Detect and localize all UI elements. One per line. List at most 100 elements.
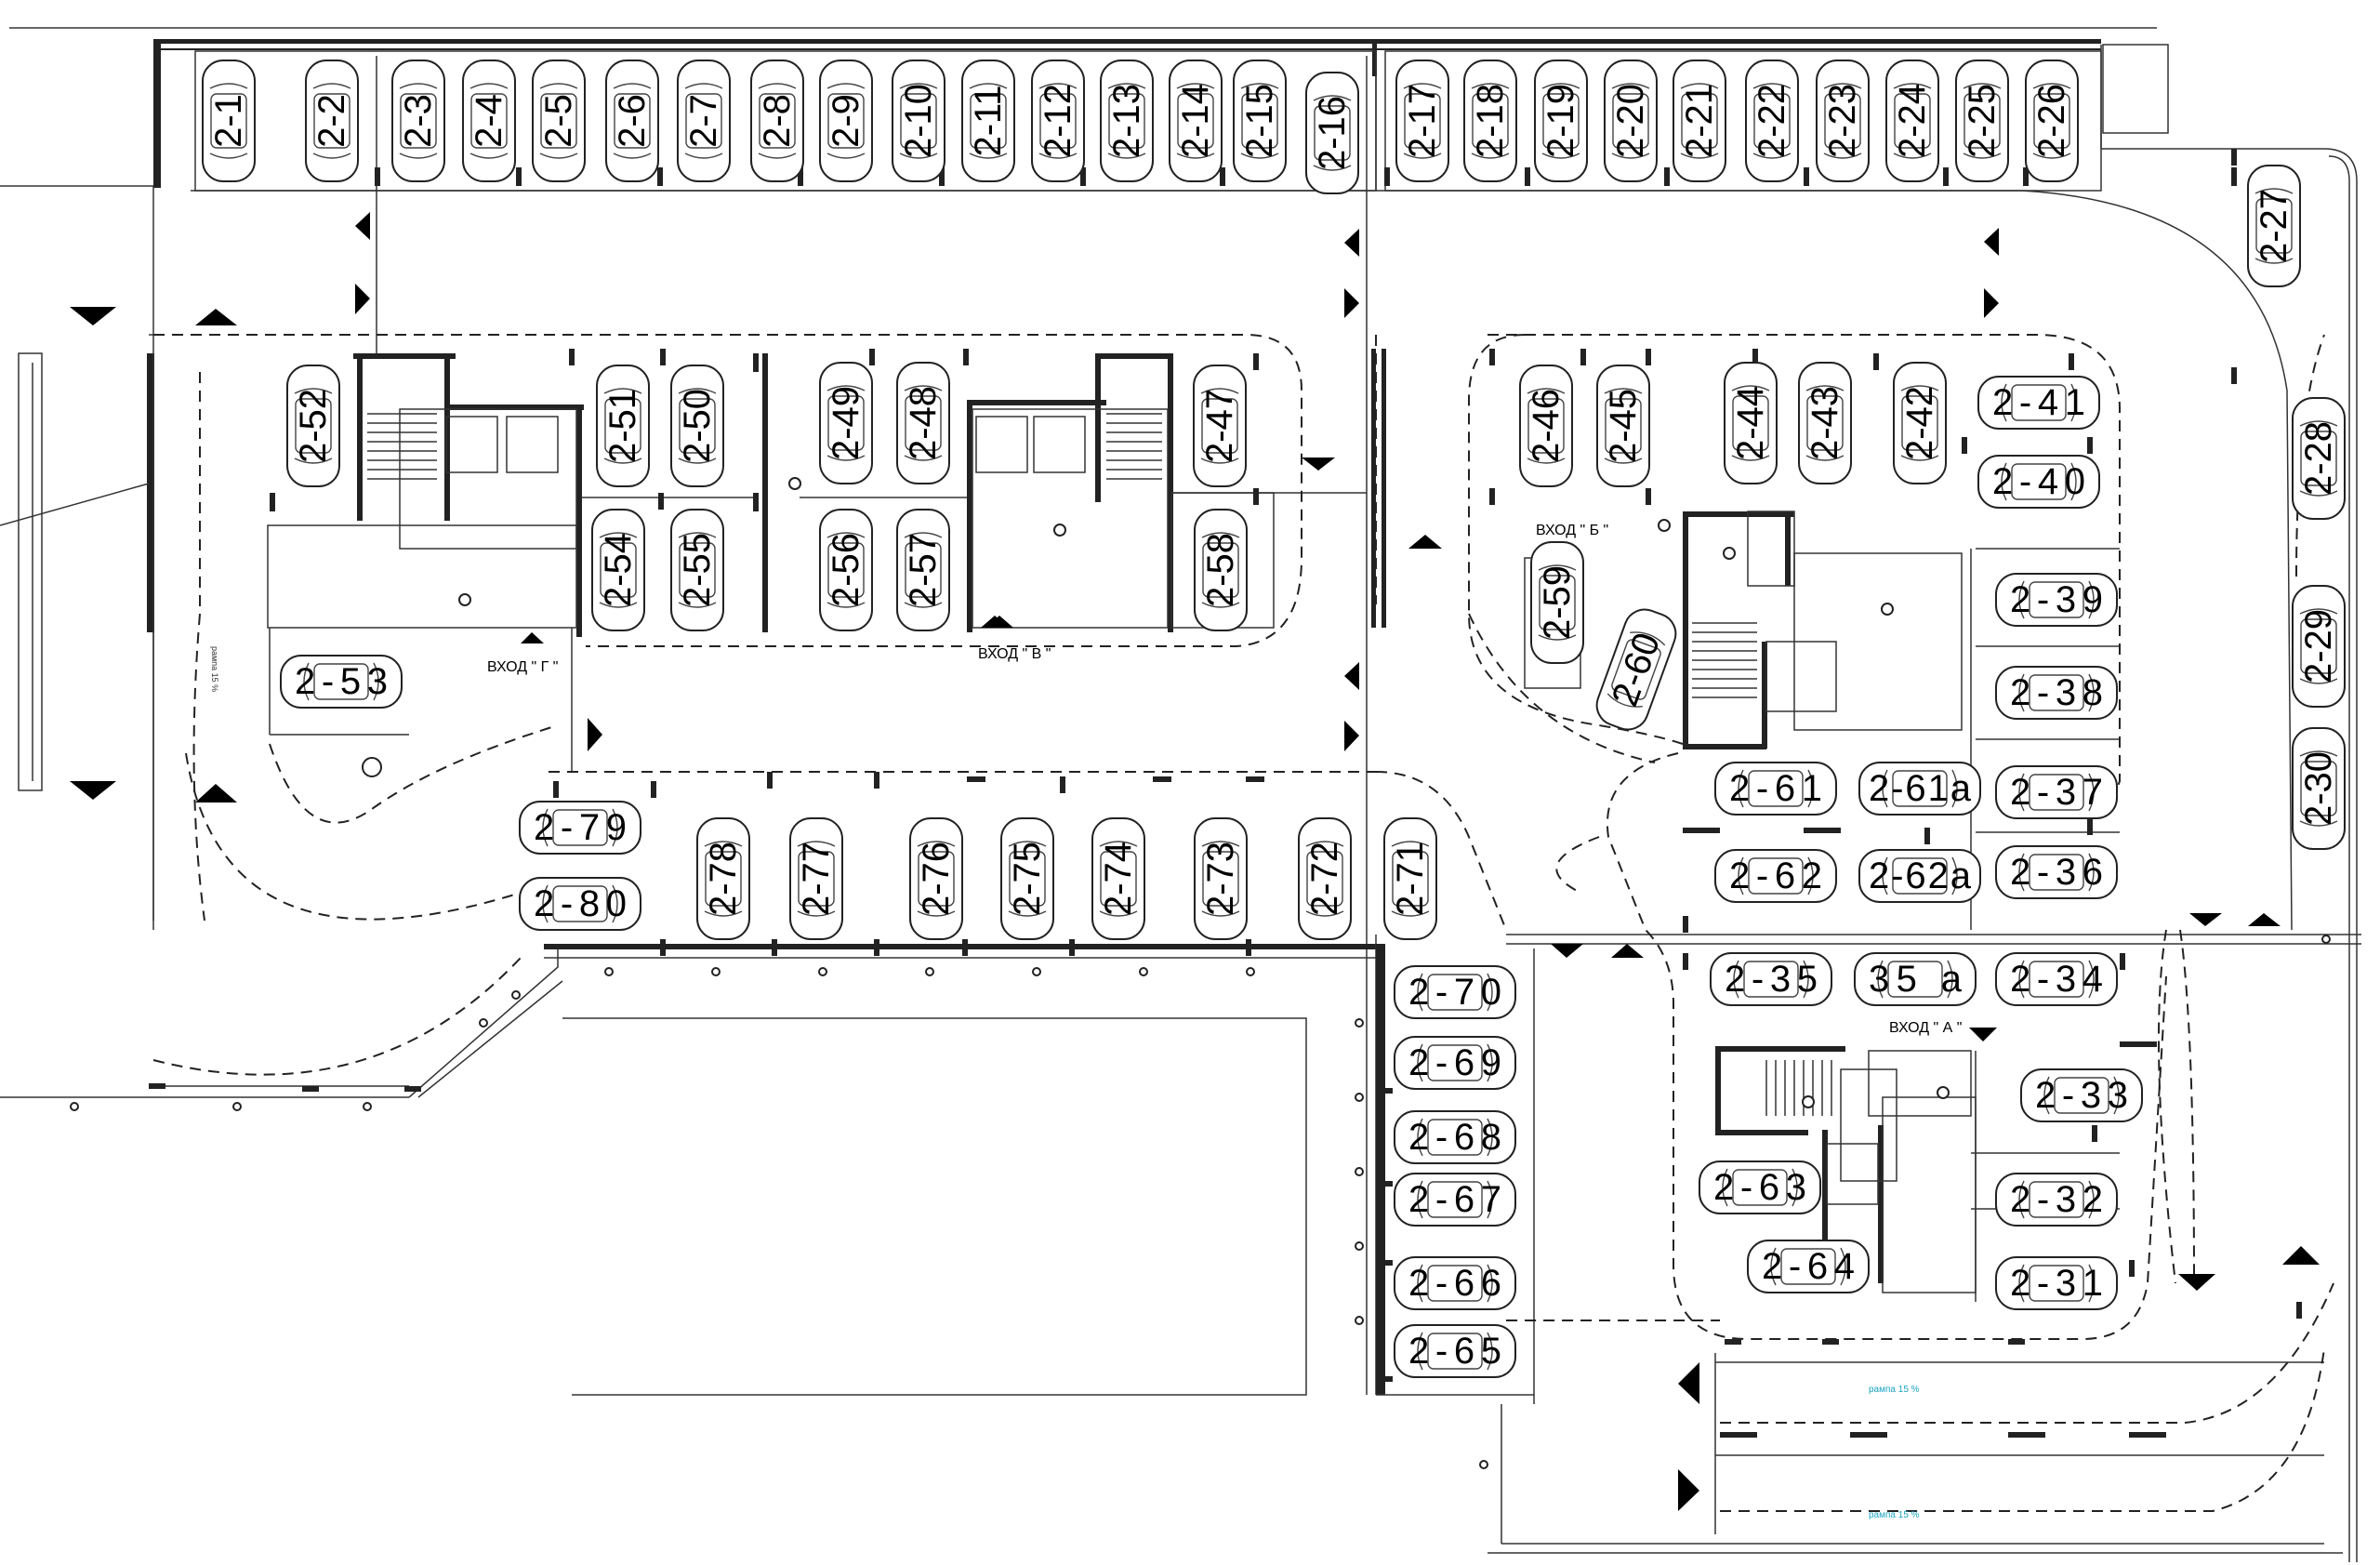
parking-spot: 2-35 xyxy=(1710,952,1832,1006)
spot-number: 2-73 xyxy=(1200,842,1241,916)
spot-number: 2-23 xyxy=(1822,84,1863,158)
spot-number: 2-11 xyxy=(968,85,1009,156)
parking-spot: 2-13 xyxy=(1100,60,1154,182)
spot-number: 2-28 xyxy=(2298,421,2339,496)
plan-labels: ВХОД " А " ВХОД " Б " ВХОД " В " ВХОД " … xyxy=(210,523,1962,1520)
spot-number: 2-72 xyxy=(1304,842,1345,916)
spot-number: 2-62a xyxy=(1869,855,1972,896)
parking-spot: 2-63 xyxy=(1699,1160,1821,1214)
drive-lane-markings xyxy=(152,334,2334,1512)
arrow-up-icon xyxy=(2248,913,2281,926)
building-structure xyxy=(0,27,2361,1562)
spot-number: 2-65 xyxy=(1408,1331,1501,1372)
spot-number: 2-59 xyxy=(1537,565,1578,640)
spot-number: 2-75 xyxy=(1007,842,1048,916)
arrow-left-icon xyxy=(355,212,370,240)
spot-number: 2-46 xyxy=(1526,389,1567,463)
arrow-left-icon xyxy=(1678,1362,1699,1404)
parking-spot: 2-22 xyxy=(1745,60,1799,182)
arrow-right-icon xyxy=(1344,721,1359,751)
parking-spot: 2-58 xyxy=(1194,509,1248,631)
parking-spot: 2-41 xyxy=(1977,376,2100,430)
parking-spot: 2-6 xyxy=(605,60,659,182)
spot-number: 2-37 xyxy=(2010,772,2103,813)
parking-spot: 2-5 xyxy=(532,60,586,182)
spot-number: 2-54 xyxy=(598,533,639,607)
spot-number: 2-25 xyxy=(1962,84,2003,158)
parking-spot: 2-39 xyxy=(1995,573,2118,627)
spot-number: 2-68 xyxy=(1408,1117,1501,1158)
arrow-down-icon xyxy=(2189,913,2222,926)
spot-number: 2-36 xyxy=(2010,852,2103,893)
parking-spot: 2-23 xyxy=(1816,60,1870,182)
parking-bay-outlines xyxy=(149,50,2302,1438)
parking-spot: 2-40 xyxy=(1977,455,2100,509)
spot-number: 2-24 xyxy=(1892,84,1933,158)
parking-spot: 2-61a xyxy=(1858,762,1981,816)
parking-spot: 2-37 xyxy=(1995,765,2118,819)
spot-number: 2-39 xyxy=(2010,579,2103,620)
arrow-right-icon xyxy=(355,284,370,314)
spot-number: 2-77 xyxy=(796,842,837,916)
parking-spot: 2-76 xyxy=(909,817,963,940)
parking-spot: 2-42 xyxy=(1893,362,1947,484)
spot-number: 2-9 xyxy=(826,94,866,148)
arrow-right-icon xyxy=(588,718,602,751)
ramp-upper-label: рампа 15 % xyxy=(1869,1385,1920,1395)
spot-number: 2-64 xyxy=(1762,1246,1855,1287)
arrow-right-icon xyxy=(1678,1469,1699,1511)
spot-number: 2-63 xyxy=(1713,1167,1806,1208)
arrow-up-icon xyxy=(195,309,237,325)
spot-number: 2-42 xyxy=(1899,386,1940,460)
parking-spot: 2-11 xyxy=(961,60,1015,182)
spot-number: 2-56 xyxy=(826,533,866,607)
arrow-right-icon xyxy=(1344,288,1359,318)
spot-number: 2-27 xyxy=(2254,189,2294,263)
spot-number: 2-58 xyxy=(1200,533,1241,607)
arrow-left-icon xyxy=(1344,662,1359,690)
parking-spot: 2-50 xyxy=(670,365,724,487)
parking-spot: 2-31 xyxy=(1995,1256,2118,1310)
parking-spot: 2-38 xyxy=(1995,666,2118,720)
spot-number: 2-76 xyxy=(916,842,957,916)
spot-number: 2-66 xyxy=(1408,1263,1501,1304)
parking-spot: 2-16 xyxy=(1305,72,1359,194)
parking-spot: 2-36 xyxy=(1995,845,2118,899)
parking-spot: 2-14 xyxy=(1169,60,1223,182)
arrow-up-icon xyxy=(985,616,1013,628)
traffic-direction-arrows xyxy=(70,212,2320,1511)
parking-spot: 2-20 xyxy=(1604,60,1658,182)
parking-spot: 2-33 xyxy=(2020,1068,2143,1122)
spot-number: 2-40 xyxy=(1992,461,2085,502)
spot-number: 2-7 xyxy=(683,94,724,148)
parking-spot: 2-51 xyxy=(596,365,650,487)
parking-spot: 2-19 xyxy=(1534,60,1588,182)
arrow-up-icon xyxy=(1611,944,1644,958)
spot-number: 2-41 xyxy=(1992,382,2085,423)
arrow-up-icon xyxy=(1408,535,1442,549)
spot-number: 2-2 xyxy=(311,94,352,148)
parking-spot: 35 a xyxy=(1854,952,1977,1006)
parking-spot: 2-34 xyxy=(1995,952,2118,1006)
spot-number: 2-44 xyxy=(1730,386,1771,460)
arrow-left-icon xyxy=(1344,229,1359,257)
arrow-down-icon xyxy=(2178,1274,2215,1291)
spot-number: 2-8 xyxy=(757,94,798,148)
parking-spot: 2-17 xyxy=(1395,60,1449,182)
spot-number: 2-33 xyxy=(2035,1075,2128,1116)
parking-spot: 2-69 xyxy=(1394,1036,1516,1090)
spot-number: 2-21 xyxy=(1679,84,1720,158)
spot-number: 2-14 xyxy=(1175,84,1216,158)
parking-spot: 2-59 xyxy=(1530,541,1584,664)
parking-spot: 2-7 xyxy=(677,60,731,182)
arrow-down-icon xyxy=(70,781,116,800)
arrow-up-icon xyxy=(521,632,544,643)
spot-number: 2-12 xyxy=(1038,84,1078,158)
parking-spot: 2-53 xyxy=(280,655,403,709)
spot-number: 2-22 xyxy=(1752,84,1792,158)
parking-spot: 2-28 xyxy=(2292,397,2346,520)
spot-number: 2-47 xyxy=(1199,389,1240,463)
parking-spot: 2-75 xyxy=(1000,817,1054,940)
